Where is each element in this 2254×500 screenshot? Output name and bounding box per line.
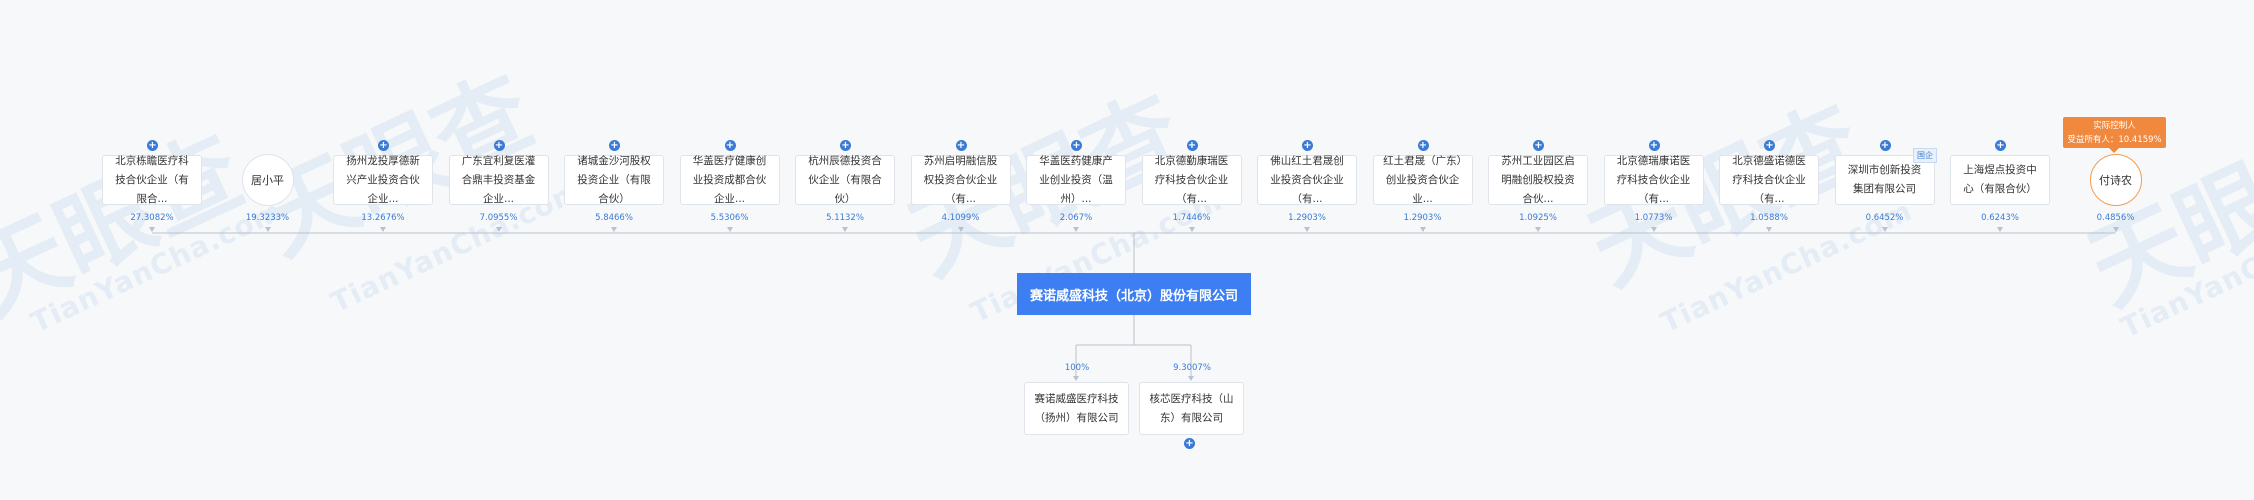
- shareholding-percent: 1.0925%: [1519, 213, 1557, 223]
- arrow-down-icon: [957, 227, 964, 232]
- shareholding-percent: 1.2903%: [1403, 213, 1442, 223]
- subsidiary-percent: 9.3007%: [1173, 363, 1211, 373]
- expand-plus-icon[interactable]: +: [147, 140, 158, 151]
- expand-plus-icon[interactable]: +: [1879, 140, 1891, 151]
- target-company-box[interactable]: 赛诺威盛科技（北京）股份有限公司: [1017, 273, 1251, 315]
- expand-plus-icon[interactable]: +: [1071, 140, 1082, 151]
- expand-plus-icon[interactable]: +: [1302, 140, 1313, 151]
- shareholding-percent: 5.5306%: [710, 213, 749, 223]
- expand-plus-icon[interactable]: +: [493, 140, 505, 151]
- shareholding-percent: 4.1099%: [941, 213, 980, 223]
- arrow-down-icon: [1073, 227, 1079, 232]
- shareholding-percent: 0.6243%: [1981, 213, 2019, 223]
- arrow-down-icon: [1881, 227, 1888, 232]
- shareholding-percent: 0.6452%: [1865, 213, 1904, 223]
- arrow-down-icon: [1188, 376, 1194, 381]
- shareholding-percent: 0.4856%: [2096, 213, 2135, 223]
- actual-controller-title: 实际控制人: [2093, 121, 2136, 131]
- shareholder-node[interactable]: 北京德勤康瑞医疗科技合伙企业（有...: [1141, 155, 1242, 205]
- expand-plus-icon[interactable]: +: [378, 140, 389, 151]
- arrow-down-icon: [2112, 227, 2119, 232]
- person-node[interactable]: 居小平: [241, 154, 294, 206]
- shareholder-node[interactable]: 华盖医疗健康创业投资成都合伙企业...: [679, 155, 780, 205]
- shareholder-node[interactable]: 佛山红土君晟创业投资合伙企业（有...: [1257, 155, 1357, 205]
- shareholder-node[interactable]: 北京栋瞻医疗科技合伙企业（有限合...: [102, 155, 202, 205]
- expand-plus-icon[interactable]: +: [724, 140, 736, 151]
- arrow-down-icon: [611, 227, 617, 232]
- shareholding-percent: 1.0588%: [1750, 213, 1788, 223]
- shareholder-node[interactable]: 北京德瑞康诺医疗科技合伙企业（有...: [1603, 155, 1704, 205]
- expand-plus-icon[interactable]: +: [1417, 140, 1429, 151]
- beneficial-owner-ratio: 受益所有人：10.4159%: [2067, 135, 2162, 145]
- arrow-down-icon: [380, 227, 386, 232]
- arrow-down-icon: [1304, 227, 1310, 232]
- shareholding-percent: 1.0773%: [1634, 213, 1673, 223]
- shareholder-node[interactable]: 诸城金沙河股权投资企业（有限合伙）: [564, 155, 664, 205]
- arrow-down-icon: [1535, 227, 1541, 232]
- expand-plus-icon[interactable]: +: [1533, 140, 1544, 151]
- arrow-down-icon: [726, 227, 733, 232]
- arrow-down-icon: [264, 227, 271, 232]
- arrow-down-icon: [1997, 227, 2003, 232]
- arrow-down-icon: [149, 227, 155, 232]
- shareholding-percent: 13.2676%: [361, 213, 405, 223]
- shareholder-node[interactable]: 上海煜点投资中心（有限合伙）: [1950, 155, 2050, 205]
- shareholding-percent: 5.1132%: [826, 213, 864, 223]
- subsidiary-node[interactable]: 核芯医疗科技（山东）有限公司: [1139, 382, 1244, 435]
- shareholder-node[interactable]: 深圳市创新投资集团有限公司: [1834, 155, 1935, 205]
- arrow-down-icon: [1188, 227, 1195, 232]
- shareholding-percent: 1.7446%: [1172, 213, 1211, 223]
- controller-person-node[interactable]: 付诗农: [2089, 154, 2142, 206]
- shareholding-percent: 5.8466%: [595, 213, 633, 223]
- expand-plus-icon[interactable]: +: [609, 140, 620, 151]
- shareholder-node[interactable]: 扬州龙投厚德新兴产业投资合伙企业...: [333, 155, 433, 205]
- shareholder-node[interactable]: 北京德盛诺德医疗科技合伙企业（有...: [1719, 155, 1819, 205]
- shareholder-node[interactable]: 华盖医药健康产业创业投资（温州）...: [1026, 155, 1126, 205]
- shareholding-percent: 19.3233%: [245, 213, 290, 223]
- arrow-down-icon: [495, 227, 502, 232]
- expand-plus-icon[interactable]: +: [1186, 140, 1198, 151]
- shareholder-node[interactable]: 苏州启明融信股权投资合伙企业（有...: [910, 155, 1011, 205]
- subsidiary-percent: 100%: [1064, 363, 1090, 373]
- arrow-down-icon: [1419, 227, 1426, 232]
- arrow-down-icon: [1073, 376, 1079, 381]
- shareholder-node[interactable]: 苏州工业园区启明融创股权投资合伙...: [1488, 155, 1588, 205]
- expand-plus-icon[interactable]: +: [840, 140, 851, 151]
- shareholder-node[interactable]: 红土君晟（广东）创业投资合伙企业...: [1372, 155, 1473, 205]
- expand-plus-icon[interactable]: +: [1764, 140, 1775, 151]
- arrow-down-icon: [1650, 227, 1657, 232]
- shareholding-percent: 1.2903%: [1288, 213, 1326, 223]
- subsidiary-node[interactable]: 赛诺威盛医疗科技（扬州）有限公司: [1024, 382, 1129, 435]
- shareholding-percent: 2.067%: [1059, 213, 1093, 223]
- expand-plus-icon[interactable]: +: [1995, 140, 2006, 151]
- shareholder-node[interactable]: 杭州辰德投资合伙企业（有限合伙）: [795, 155, 895, 205]
- expand-plus-icon[interactable]: +: [1648, 140, 1660, 151]
- expand-plus-icon[interactable]: +: [1184, 438, 1195, 449]
- state-owned-tag: 国企: [1913, 148, 1937, 163]
- arrow-down-icon: [842, 227, 848, 232]
- shareholding-percent: 7.0955%: [479, 213, 518, 223]
- arrow-down-icon: [1766, 227, 1772, 232]
- expand-plus-icon[interactable]: +: [955, 140, 967, 151]
- shareholding-percent: 27.3082%: [130, 213, 174, 223]
- actual-controller-label: 实际控制人 受益所有人：10.4159%: [2063, 117, 2166, 153]
- shareholder-node[interactable]: 广东宜利复医灌合鼎丰投资基金企业...: [448, 155, 549, 205]
